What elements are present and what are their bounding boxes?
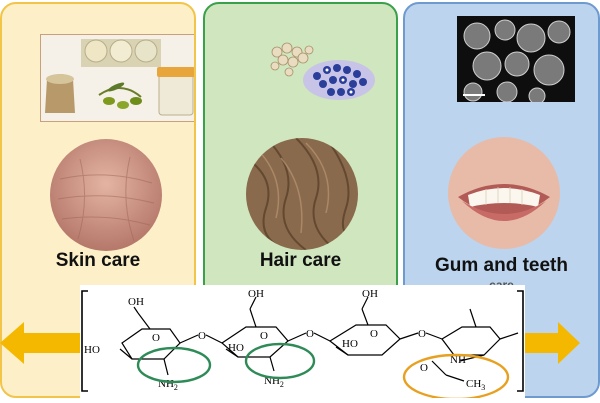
acetyl-o-label: O	[420, 362, 428, 374]
link-o-label-1: O	[198, 330, 206, 342]
skin-care-panel: Skin care	[0, 2, 196, 398]
left-bracket	[81, 290, 88, 392]
teeth-photo	[448, 137, 560, 249]
ho-label-3: HO	[342, 338, 358, 350]
skin-care-label: Skin care	[55, 250, 141, 271]
ch3-label: CH3	[466, 378, 485, 392]
right-arrow	[515, 322, 580, 369]
oh-label-3: OH	[362, 288, 378, 300]
oh-label-2: OH	[248, 288, 264, 300]
amine-highlight-2	[244, 342, 316, 380]
ho-label-2: HO	[228, 342, 244, 354]
nh-label: NH	[450, 354, 466, 366]
ring-o-label-1: O	[152, 332, 160, 344]
microscopy-image	[457, 16, 575, 105]
link-o-label-3: O	[418, 328, 426, 340]
gum-teeth-care-label: Gum and teeth	[434, 255, 568, 276]
left-arrow	[0, 322, 90, 369]
ring-o-label-3: O	[370, 328, 378, 340]
chitosan-structure: OH OH OH HO HO HO O O O O O O NH2 NH2 NH…	[80, 285, 525, 401]
skin-photo	[50, 139, 162, 251]
amine-highlight-1	[136, 346, 212, 384]
ring-o-label-2: O	[260, 330, 268, 342]
hair-care-label: Hair care	[259, 250, 342, 271]
link-o-label-2: O	[306, 328, 314, 340]
oh-label-1: OH	[128, 296, 144, 308]
cosmetic-ingredients-photo	[40, 34, 194, 122]
nanoparticles-illustration	[267, 40, 377, 104]
right-bracket	[517, 290, 524, 392]
ho-label-1: HO	[84, 344, 100, 356]
hair-photo	[246, 138, 358, 250]
